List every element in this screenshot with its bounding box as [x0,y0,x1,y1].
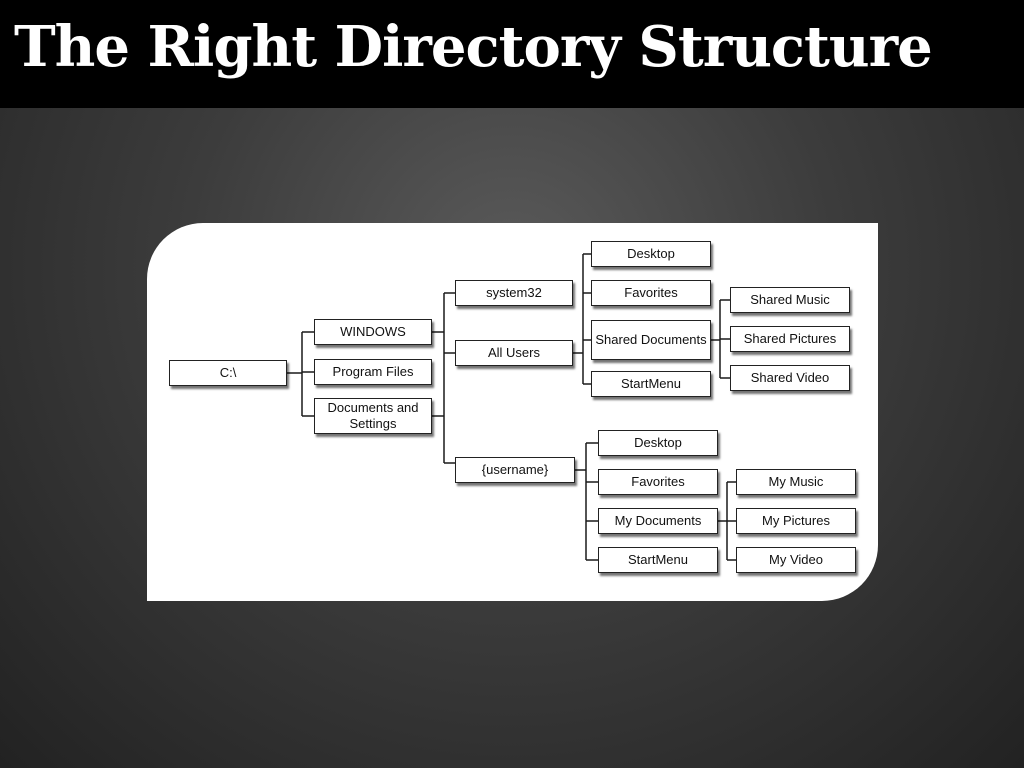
folder-all-users-startmenu[interactable]: StartMenu [591,371,711,397]
folder-my-music[interactable]: My Music [736,469,856,495]
slide-title: The Right Directory Structure [14,14,933,80]
folder-my-documents[interactable]: My Documents [598,508,718,534]
folder-documents-and-settings[interactable]: Documents and Settings [314,398,432,434]
folder-shared-music[interactable]: Shared Music [730,287,850,313]
connector-allusers-to-children [573,253,591,385]
folder-shared-video[interactable]: Shared Video [730,365,850,391]
folder-my-video[interactable]: My Video [736,547,856,573]
folder-all-users-desktop[interactable]: Desktop [591,241,711,267]
folder-my-pictures[interactable]: My Pictures [736,508,856,534]
folder-system32[interactable]: system32 [455,280,573,306]
folder-all-users-favorites[interactable]: Favorites [591,280,711,306]
connector-mydocs-to-children [718,481,736,561]
folder-shared-pictures[interactable]: Shared Pictures [730,326,850,352]
folder-shared-documents[interactable]: Shared Documents [591,320,711,360]
connector-root-to-level1 [287,331,314,417]
tree-connectors [287,253,736,561]
connector-username-to-children [575,442,598,561]
folder-user-desktop[interactable]: Desktop [598,430,718,456]
folder-user-favorites[interactable]: Favorites [598,469,718,495]
folder-program-files[interactable]: Program Files [314,359,432,385]
title-bar: The Right Directory Structure [0,0,1024,108]
folder-root-c[interactable]: C:\ [169,360,287,386]
folder-windows[interactable]: WINDOWS [314,319,432,345]
connector-windows-to-level2 [432,292,455,464]
folder-username[interactable]: {username} [455,457,575,483]
directory-tree-diagram: C:\ WINDOWS Program Files Documents and … [147,223,878,601]
folder-all-users[interactable]: All Users [455,340,573,366]
folder-user-startmenu[interactable]: StartMenu [598,547,718,573]
connector-shareddocs-to-children [711,299,730,379]
